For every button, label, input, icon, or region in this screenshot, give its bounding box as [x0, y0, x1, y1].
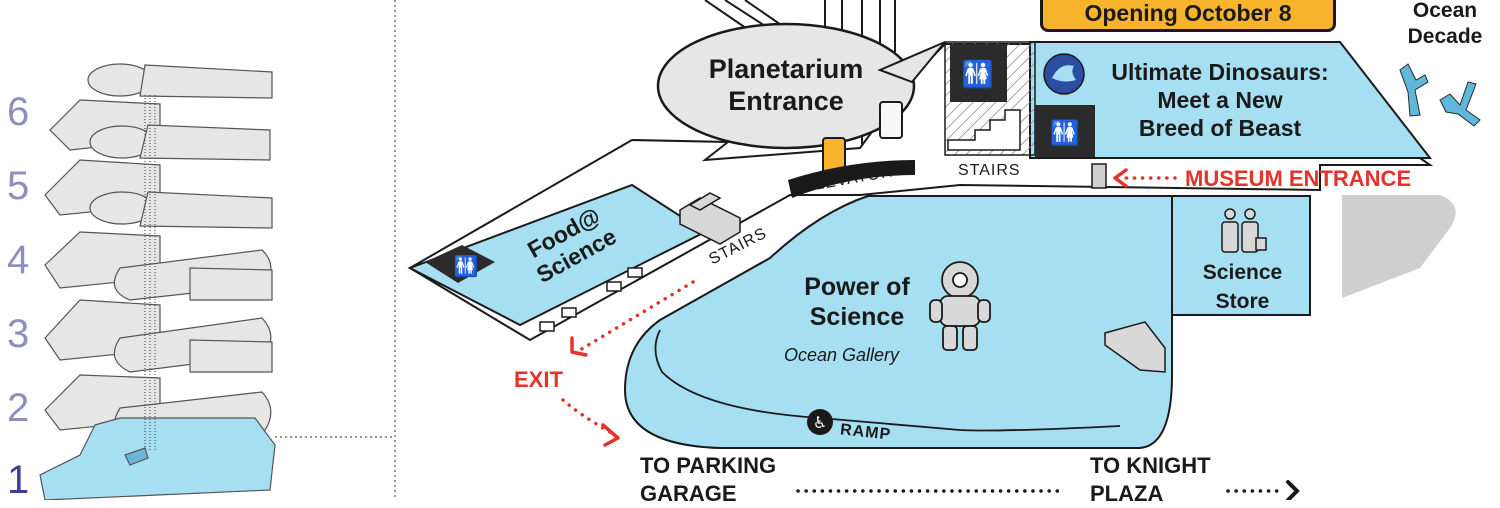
svg-text:🚻: 🚻: [454, 254, 479, 278]
dino-title-line1: Ultimate Dinosaurs:: [1111, 59, 1329, 85]
planetarium-label[interactable]: Planetarium Entrance: [676, 53, 896, 117]
svg-text:♿: ♿: [813, 413, 827, 432]
store-line1: Science: [1202, 261, 1283, 284]
seating-icons: [539, 267, 643, 332]
ocean-decade-line1: Ocean: [1412, 0, 1478, 22]
dino-title-line2: Meet a New: [1157, 87, 1283, 113]
floor-1-number[interactable]: 1: [7, 458, 30, 502]
stairs-top-label: STAIRS: [958, 162, 1021, 179]
parking-line1: TO PARKING: [640, 453, 777, 478]
floor-3-number[interactable]: 3: [7, 312, 30, 356]
exit-route: [561, 176, 1177, 434]
svg-text:🚻: 🚻: [962, 59, 994, 90]
science-store-label[interactable]: Science Store: [1185, 258, 1300, 316]
opening-date-badge: [1040, 0, 1336, 32]
restroom-icon-top: [950, 44, 1007, 102]
entrance-door-icon: [1091, 163, 1107, 189]
opening-date-text: Opening October 8: [1084, 0, 1292, 26]
ramp-path: [654, 329, 1121, 432]
floor-4-number[interactable]: 4: [7, 238, 30, 282]
knight-line2: PLAZA: [1090, 481, 1164, 506]
store-line2: Store: [1215, 290, 1270, 313]
museum-entrance-label[interactable]: MUSEUM ENTRANCE: [1185, 166, 1412, 191]
elevator-bank: [788, 160, 915, 198]
stairs-icon-top: [947, 109, 1021, 151]
diving-suit-icon: [929, 261, 991, 351]
floor-6-number[interactable]: 6: [7, 90, 30, 134]
power-of-science-label[interactable]: Power of Science: [782, 272, 932, 332]
floor-stack[interactable]: [39, 63, 276, 500]
ocean-decade-logo-icon: [1399, 63, 1481, 127]
power-line2: Science: [809, 303, 905, 331]
planetarium-entrance-area[interactable]: [656, 22, 916, 150]
floor-1-shape[interactable]: [39, 391, 276, 500]
restroom-icon-food: [425, 245, 495, 283]
ocean-gallery-subtitle: Ocean Gallery: [784, 345, 900, 365]
planetarium-line2: Entrance: [728, 86, 844, 116]
knight-plaza-arrow-icon: [1286, 480, 1300, 500]
parking-line2: GARAGE: [640, 481, 737, 506]
restroom-icon-dino: [1035, 105, 1095, 157]
planetarium-line1: Planetarium: [708, 54, 864, 84]
accessibility-icon: [807, 409, 833, 435]
power-line1: Power of: [804, 273, 910, 301]
knight-line1: TO KNIGHT: [1090, 453, 1211, 478]
floor-2-number[interactable]: 2: [7, 386, 30, 430]
stairs-icon-gallery: [1104, 321, 1166, 373]
adjacent-building-shape: [1342, 195, 1456, 298]
ocean-decade-label: Ocean Decade: [1405, 0, 1485, 50]
shopper-icon: [1221, 208, 1267, 253]
floor-5-number[interactable]: 5: [7, 164, 30, 208]
stairs-icon-food: [679, 192, 741, 245]
exit-label[interactable]: EXIT: [514, 367, 563, 392]
elevator-icons: [822, 101, 903, 175]
ultimate-dinosaurs-label[interactable]: Ultimate Dinosaurs: Meet a New Breed of …: [1090, 58, 1350, 142]
ocean-decade-line2: Decade: [1407, 25, 1483, 48]
dino-title-line3: Breed of Beast: [1138, 115, 1302, 141]
arrow-heads: [570, 168, 1128, 447]
svg-text:🚻: 🚻: [1050, 119, 1080, 147]
